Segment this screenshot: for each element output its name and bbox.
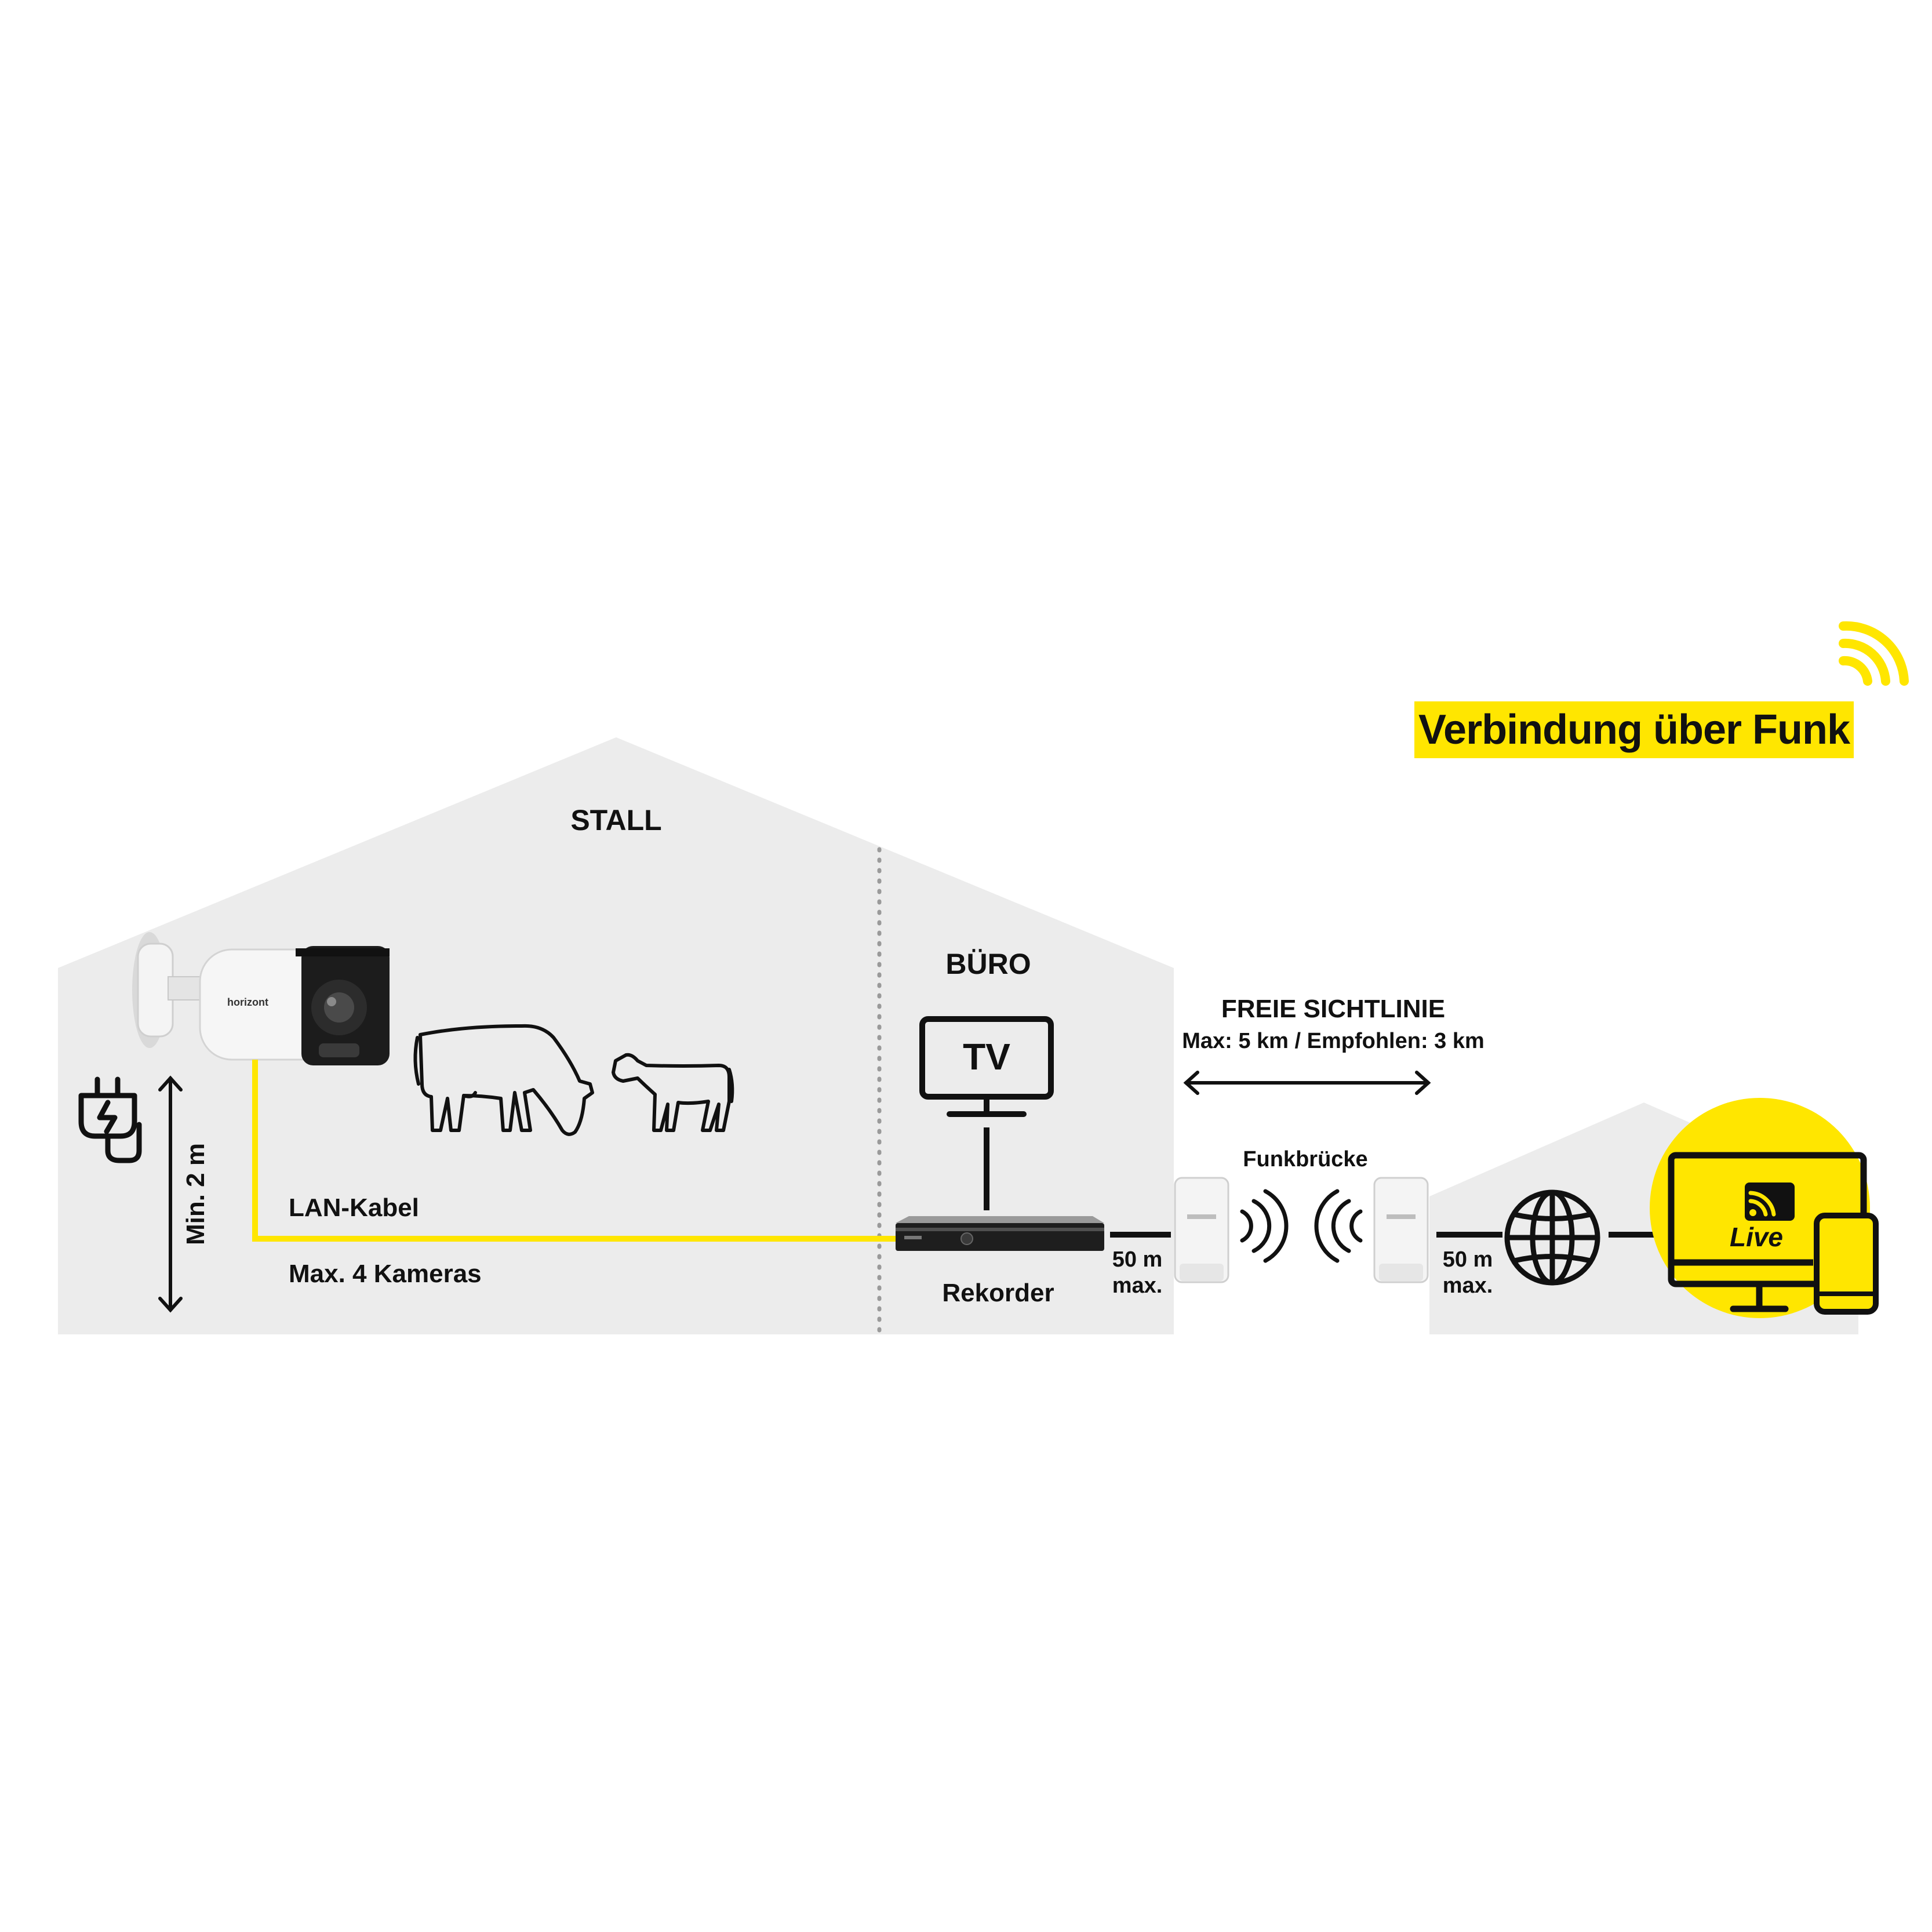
live-label: Live	[1730, 1222, 1783, 1252]
stall-building	[58, 737, 1174, 1334]
camera-brand: horizont	[227, 996, 268, 1008]
cable-left-length: 50 m	[1112, 1247, 1163, 1272]
wifi-waves-icon	[1240, 1189, 1289, 1263]
live-stream-icon	[1745, 1183, 1795, 1221]
power-plug-icon	[78, 1076, 142, 1163]
line-of-sight-title: FREIE SICHTLINIE	[1221, 995, 1445, 1023]
cable-left-max: max.	[1112, 1274, 1163, 1298]
caption-box: Verbindung über Funk	[1414, 701, 1854, 758]
globe-icon	[1504, 1189, 1600, 1286]
vertical-arrow-icon	[158, 1075, 183, 1313]
wifi-signal-icon	[1839, 621, 1909, 686]
office-label: BÜRO	[945, 948, 1031, 980]
cow-icon	[413, 1024, 594, 1136]
lan-cable	[252, 1060, 896, 1242]
caption-text: Verbindung über Funk	[1418, 707, 1850, 753]
recorder-label: Rekorder	[942, 1279, 1054, 1307]
cable-right-length: 50 m	[1443, 1247, 1493, 1272]
smartphone-icon	[1814, 1213, 1879, 1315]
bridge-device-right	[1373, 1177, 1429, 1283]
lan-cable-label: LAN-Kabel	[289, 1194, 419, 1222]
cable-right-max: max.	[1443, 1274, 1493, 1298]
line-of-sight-detail: Max: 5 km / Empfohlen: 3 km	[1182, 1029, 1485, 1053]
tv-icon	[919, 1016, 1054, 1117]
recorder-device	[896, 1216, 1104, 1251]
camera: horizont	[132, 932, 390, 1065]
stall-label: STALL	[570, 804, 661, 836]
calf-icon	[612, 1053, 734, 1132]
max-cameras-label: Max. 4 Kameras	[289, 1260, 482, 1288]
bridge-device-left	[1174, 1177, 1229, 1283]
wifi-waves-icon	[1314, 1189, 1363, 1263]
tv-label: TV	[963, 1036, 1010, 1078]
bridge-label: Funkbrücke	[1243, 1147, 1367, 1171]
horizontal-arrow-icon	[1183, 1071, 1431, 1095]
height-label: Min. 2 m	[181, 1143, 210, 1245]
